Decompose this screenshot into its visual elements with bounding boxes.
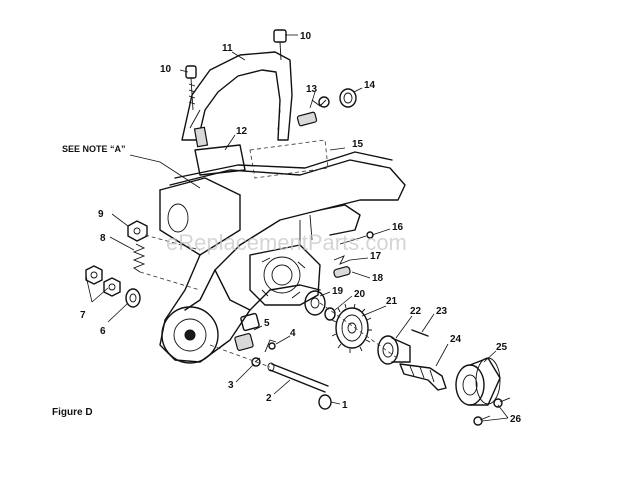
callout-16: 16 [392, 222, 404, 233]
callout-17: 17 [370, 251, 382, 262]
brush-parts [296, 88, 357, 127]
handle [181, 51, 293, 148]
callout-19: 19 [332, 286, 344, 297]
callout-14: 14 [364, 80, 376, 91]
callout-4: 4 [290, 328, 296, 339]
callout-9: 9 [98, 209, 104, 220]
watermark: eReplacementParts.com [166, 230, 407, 255]
callout-10-left: 10 [160, 64, 172, 75]
callout-22: 22 [410, 306, 422, 317]
callout-1: 1 [342, 400, 348, 411]
leader-lines [85, 34, 509, 422]
callout-7: 7 [80, 310, 86, 321]
callout-13: 13 [306, 84, 318, 95]
callout-5: 5 [264, 318, 270, 329]
plate-15 [249, 139, 329, 179]
callout-15: 15 [352, 139, 364, 150]
callout-18: 18 [372, 273, 384, 284]
callout-labels: 10 10 11 12 13 14 15 SEE NOTE “A” 9 8 7 … [62, 31, 522, 425]
left-hardware [85, 220, 201, 308]
screws-10 [185, 29, 287, 111]
callout-25: 25 [496, 342, 508, 353]
shaft-parts [209, 312, 332, 410]
plate-12 [194, 144, 246, 176]
callout-23: 23 [436, 306, 448, 317]
bearing-parts [455, 357, 511, 426]
callout-3: 3 [228, 380, 234, 391]
callout-20: 20 [354, 289, 366, 300]
callout-6: 6 [100, 326, 106, 337]
figure-label: Figure D [52, 407, 93, 418]
callout-8: 8 [100, 233, 106, 244]
callout-10-top: 10 [300, 31, 312, 42]
callout-11: 11 [222, 43, 233, 54]
see-note-a: SEE NOTE “A” [62, 144, 126, 154]
callout-24: 24 [450, 334, 462, 345]
callout-2: 2 [266, 393, 272, 404]
callout-21: 21 [386, 296, 398, 307]
housing [159, 151, 406, 364]
callout-26: 26 [510, 414, 522, 425]
callout-12: 12 [236, 126, 248, 137]
gear-train [304, 290, 447, 391]
